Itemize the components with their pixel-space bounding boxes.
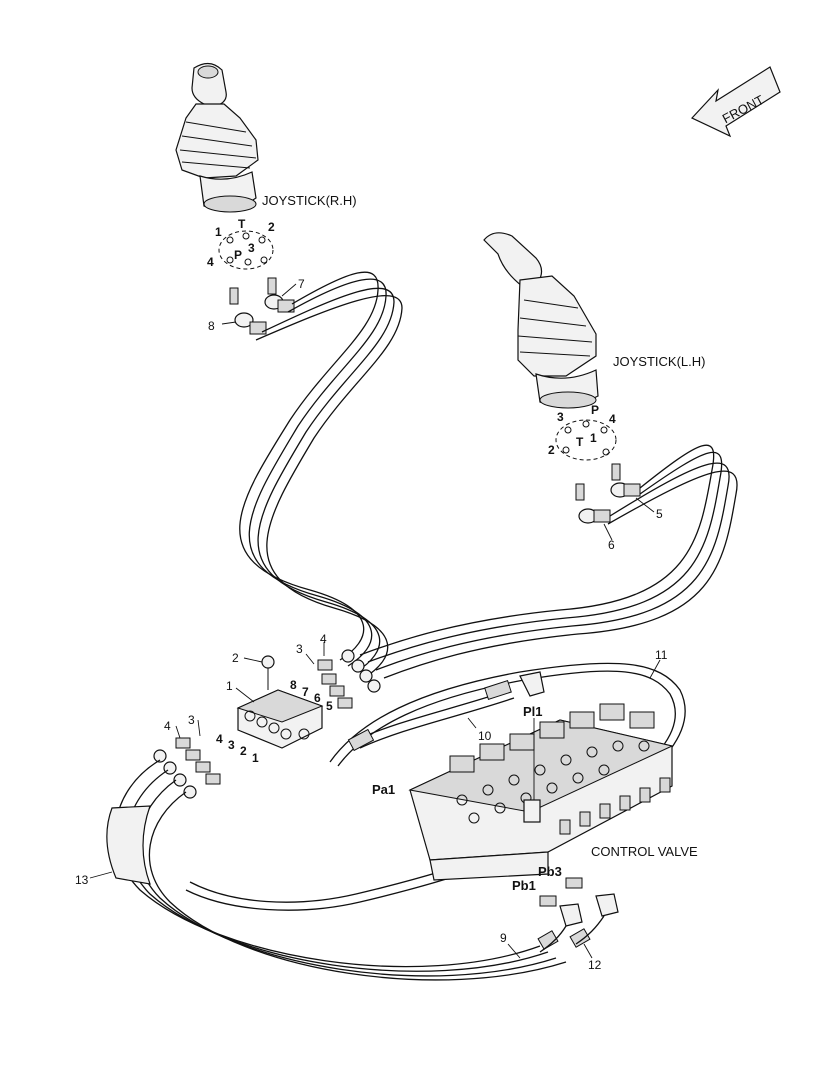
callout-4-top: 4: [320, 632, 327, 646]
callout-6-lh: 6: [608, 538, 615, 552]
block-num-1: 1: [252, 751, 259, 765]
manifold-block: [236, 655, 324, 749]
callout-7-rh: 7: [298, 277, 305, 291]
lh-pin-2: 2: [548, 443, 555, 457]
joystick-lh: [483, 232, 599, 409]
front-arrow: FRONT: [691, 66, 781, 138]
rh-pin-4: 4: [207, 255, 214, 269]
joystick-rh-ports: [218, 230, 274, 270]
port-pb1: Pb1: [512, 878, 536, 893]
block-num-6: 6: [314, 691, 321, 705]
lh-fittings: [575, 463, 641, 524]
rh-pin-p: P: [234, 248, 242, 262]
rh-hose-bundle: [239, 271, 403, 679]
block-num-4: 4: [216, 732, 223, 746]
control-valve-label: CONTROL VALVE: [591, 844, 698, 859]
callout-12: 12: [588, 958, 602, 972]
lh-pin-3: 3: [557, 410, 564, 424]
top-fittings: [317, 649, 381, 709]
left-fittings: [153, 737, 221, 799]
joystick-lh-label: JOYSTICK(L.H): [613, 354, 705, 369]
port-pb3: Pb3: [538, 864, 562, 879]
block-num-7: 7: [302, 685, 309, 699]
leaders: [89, 283, 661, 959]
callout-2: 2: [232, 651, 239, 665]
rh-pin-3: 3: [248, 241, 255, 255]
block-num-8: 8: [290, 678, 297, 692]
rh-fittings: [229, 277, 295, 335]
rh-pin-2: 2: [268, 220, 275, 234]
lh-pin-1: 1: [590, 431, 597, 445]
callout-1: 1: [226, 679, 233, 693]
block-num-5: 5: [326, 699, 333, 713]
callout-13: 13: [75, 873, 89, 887]
callout-4-left: 4: [164, 719, 171, 733]
callout-3-left: 3: [188, 713, 195, 727]
joystick-lh-ports: [555, 419, 617, 461]
callout-8-rh: 8: [208, 319, 215, 333]
port-pi1: Pl1: [523, 704, 543, 719]
lh-hose-bundle: [359, 444, 738, 679]
callout-10: 10: [478, 729, 492, 743]
lh-pin-p: P: [591, 403, 599, 417]
hose-10: [347, 671, 545, 752]
pb-fittings: [537, 877, 619, 953]
callout-5-lh: 5: [656, 507, 663, 521]
callout-3-top: 3: [296, 642, 303, 656]
callout-11: 11: [655, 648, 668, 662]
joystick-rh-label: JOYSTICK(R.H): [262, 193, 357, 208]
port-pa1: Pa1: [372, 782, 395, 797]
lh-pin-4: 4: [609, 412, 616, 426]
rh-pin-t: T: [238, 217, 246, 231]
block-num-2: 2: [240, 744, 247, 758]
block-num-3: 3: [228, 738, 235, 752]
callout-9: 9: [500, 931, 507, 945]
control-valve: [408, 703, 674, 881]
outgoing-hose-bundle: [106, 759, 567, 981]
lh-pin-t: T: [576, 435, 584, 449]
joystick-rh: [175, 62, 259, 213]
rh-pin-1: 1: [215, 225, 222, 239]
